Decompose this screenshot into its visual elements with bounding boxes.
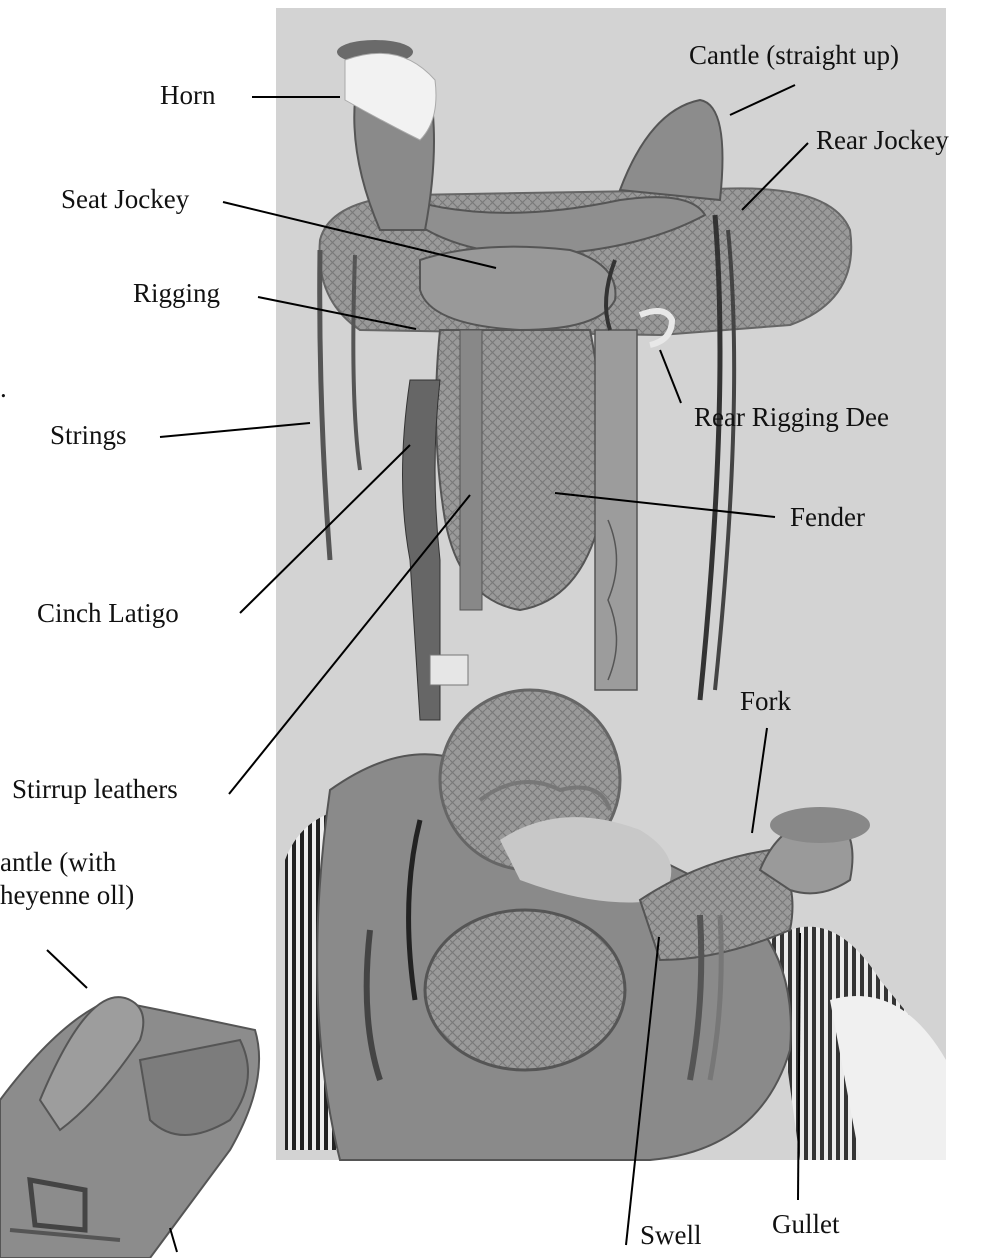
label-fork: Fork: [740, 688, 791, 715]
leader-bottom-left: [170, 1228, 177, 1252]
label-swell: Swell: [640, 1222, 702, 1249]
label-rigging: Rigging: [133, 280, 220, 307]
label-cinch-latigo: Cinch Latigo: [37, 600, 179, 627]
label-strings: Strings: [50, 422, 127, 449]
label-rear-rigging-dee: Rear Rigging Dee: [694, 404, 889, 431]
label-fender: Fender: [790, 504, 865, 531]
leader-cantle-cheyenne: [47, 950, 87, 988]
label-stirrup-leathers: Stirrup leathers: [12, 776, 178, 803]
label-seat-jockey: Seat Jockey: [61, 186, 189, 213]
label-cantle-straight-up: Cantle (straight up): [689, 42, 899, 69]
label-edge-dot: .: [0, 375, 7, 402]
saddle-photo-c: [0, 997, 259, 1258]
label-rear-jockey: Rear Jockey: [816, 127, 949, 154]
label-gullet: Gullet: [772, 1211, 840, 1238]
label-horn: Horn: [160, 82, 216, 109]
label-cantle-cheyenne-roll: antle (with heyenne oll): [0, 846, 165, 912]
